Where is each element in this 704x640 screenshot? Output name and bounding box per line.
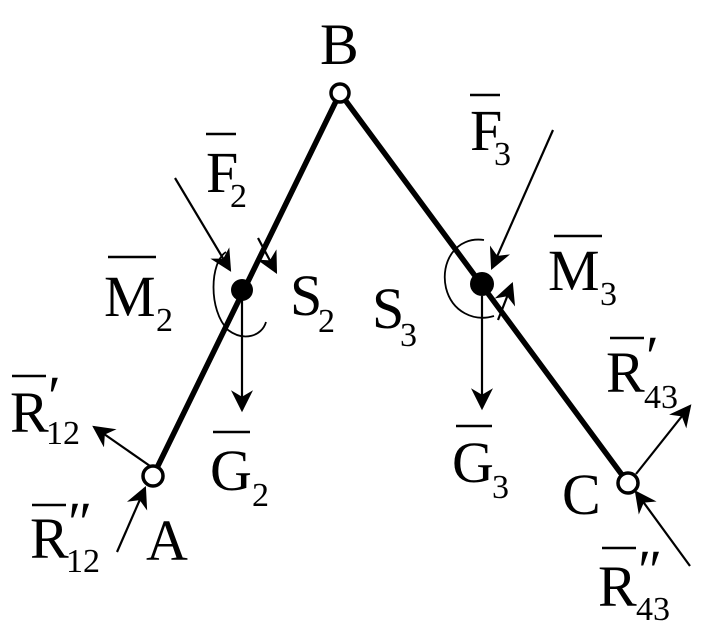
- reaction-r43t-label: R ′ 43: [606, 324, 678, 416]
- svg-text:12: 12: [46, 415, 80, 452]
- force-g3-label: G 3: [452, 424, 509, 506]
- svg-text:3: 3: [400, 317, 417, 354]
- svg-text:3: 3: [494, 136, 511, 173]
- svg-text:3: 3: [600, 276, 617, 313]
- svg-text:′: ′: [646, 324, 659, 389]
- svg-text:S: S: [372, 276, 404, 341]
- hinge-a: [141, 464, 165, 488]
- svg-text:2: 2: [156, 302, 173, 339]
- point-b-label: B: [320, 12, 359, 77]
- svg-text:″: ″: [638, 538, 662, 603]
- moment-m3-arrow: [494, 281, 516, 321]
- svg-text:2: 2: [318, 303, 335, 340]
- svg-text:S: S: [290, 263, 322, 328]
- centre-s3-label: S 3: [372, 276, 417, 354]
- point-c-label: C: [562, 462, 601, 527]
- svg-text:2: 2: [230, 178, 247, 215]
- svg-text:R: R: [30, 506, 69, 571]
- svg-text:F: F: [206, 140, 238, 205]
- svg-text:12: 12: [66, 543, 100, 580]
- svg-text:G: G: [452, 430, 494, 495]
- reaction-r12n-label: R ″ 12: [30, 490, 100, 580]
- svg-text:43: 43: [644, 379, 678, 416]
- force-f2-label: F 2: [206, 132, 247, 215]
- moment-m3-label: M 3: [548, 234, 617, 313]
- hinge-b: [329, 82, 351, 104]
- force-f3-label: F 3: [470, 93, 511, 173]
- svg-text:M: M: [104, 264, 156, 329]
- svg-text:G: G: [210, 438, 252, 503]
- reaction-r43t-arrow: [635, 404, 692, 475]
- reaction-r12t-label: R ′ 12: [10, 364, 80, 452]
- hinge-c: [616, 471, 640, 495]
- point-a-label: A: [146, 508, 188, 573]
- svg-text:R: R: [10, 380, 49, 445]
- moment-m2-arrow: [257, 237, 278, 274]
- svg-text:′: ′: [48, 364, 61, 429]
- moment-m2-label: M 2: [104, 255, 173, 339]
- svg-text:2: 2: [252, 477, 269, 514]
- svg-text:R: R: [598, 554, 637, 619]
- svg-text:″: ″: [68, 490, 92, 555]
- force-g2-label: G 2: [210, 430, 269, 514]
- svg-text:3: 3: [492, 469, 509, 506]
- moment-m3-curve: [443, 238, 495, 319]
- svg-text:M: M: [548, 238, 600, 303]
- centre-s2-label: S 2: [290, 263, 335, 340]
- centre-s2-dot: [231, 279, 253, 301]
- svg-text:43: 43: [636, 591, 670, 628]
- reaction-r43n-arrow: [634, 490, 691, 567]
- centre-s3-dot: [470, 272, 494, 296]
- svg-text:R: R: [606, 340, 645, 405]
- reaction-r43n-label: R ″ 43: [598, 538, 670, 628]
- moment-m2-curve: [212, 251, 267, 338]
- svg-text:F: F: [470, 98, 502, 163]
- reaction-r12n-arrow: [115, 485, 148, 553]
- reaction-r12t-arrow: [92, 425, 151, 467]
- force-f3-arrow: [489, 129, 555, 271]
- force-f2-arrow: [174, 177, 232, 272]
